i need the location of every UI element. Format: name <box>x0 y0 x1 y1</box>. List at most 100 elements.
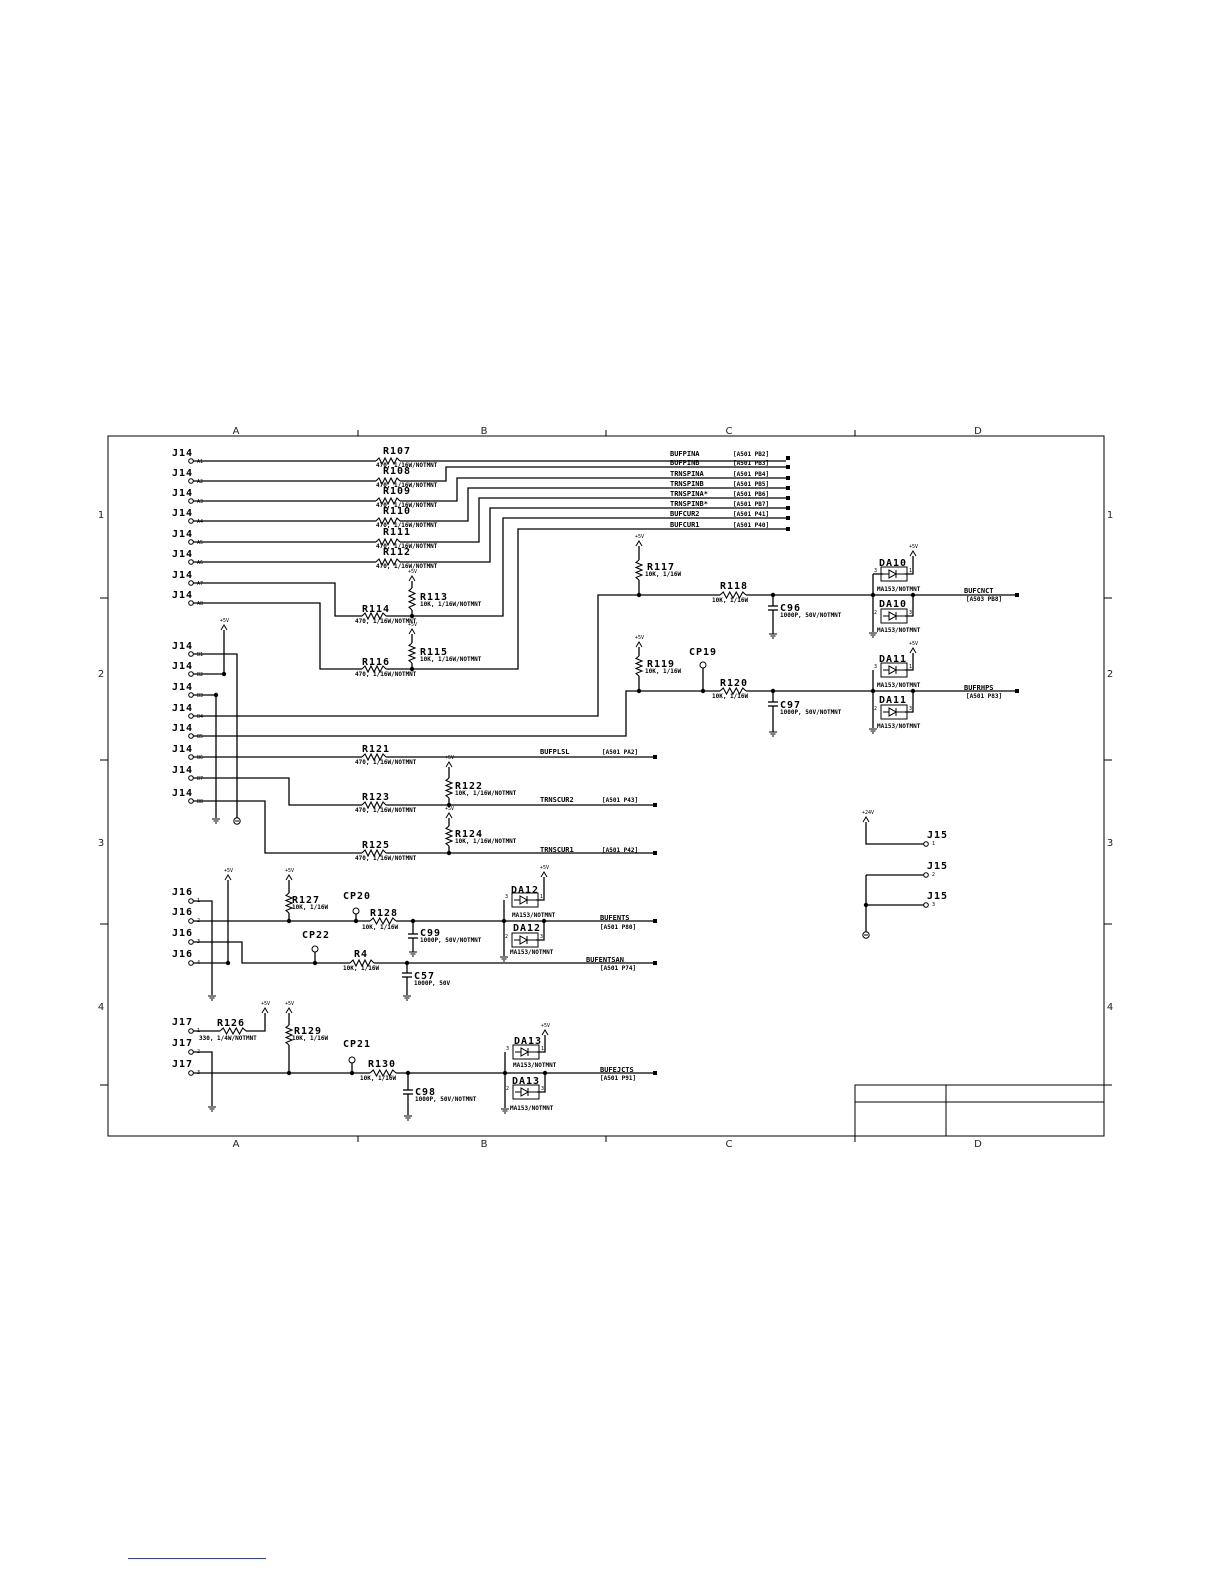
resistor-ref: R120 <box>720 678 748 689</box>
resistor-icon <box>369 916 397 926</box>
connector-pin-label: A1 <box>197 459 203 465</box>
wire <box>193 777 362 806</box>
junction-dot <box>349 1070 355 1076</box>
diode-pin-number: 1 <box>540 894 543 900</box>
net-label: BUFPINA <box>670 450 700 458</box>
power-label: +5V <box>445 806 454 812</box>
diode-pin-number: 2 <box>505 934 508 940</box>
diode-package-icon <box>880 704 908 720</box>
junction-dot <box>404 960 410 966</box>
capacitor-value: 1000P, 50V/NOTMNT <box>420 937 482 944</box>
net-terminal-icon <box>1015 689 1019 693</box>
power-arrow-icon <box>220 624 228 631</box>
diode-pin-number: 3 <box>874 568 877 574</box>
net-destination: [A501 P42] <box>602 847 638 854</box>
connector-pin-label: B2 <box>197 672 203 678</box>
resistor-ref: R107 <box>383 446 411 457</box>
wire <box>193 941 350 964</box>
wire <box>246 1013 266 1032</box>
net-destination: [A501 P43] <box>602 797 638 804</box>
power-label: +5V <box>635 635 644 641</box>
zone-row-label: 2 <box>1107 669 1113 680</box>
diode-package-icon <box>880 662 908 678</box>
components <box>188 456 1019 1121</box>
wire <box>193 1051 213 1106</box>
resistor-icon <box>375 516 401 526</box>
connector-pin-icon <box>923 902 929 908</box>
diode-value: MA153/NOTMNT <box>510 1105 554 1112</box>
capacitor-ref: C99 <box>420 928 441 939</box>
connector-pin-icon <box>188 600 194 606</box>
connector-pin-icon <box>923 841 929 847</box>
wire <box>193 582 362 617</box>
net-terminal-icon <box>653 961 657 965</box>
resistor-value: 470, 1/16W/NOTMNT <box>355 855 417 862</box>
power-label: +5V <box>909 544 918 550</box>
net-label: TRNSCUR2 <box>540 796 574 804</box>
net-label: TRNSPINB <box>670 480 704 488</box>
connector-ref: J17 <box>172 1059 193 1070</box>
net-label: BUFCNCT <box>964 587 994 595</box>
junction-dot <box>409 666 415 672</box>
connector-pin-label: A4 <box>197 519 203 525</box>
capacitor-value: 1000P, 50V <box>414 980 451 987</box>
junction-dot <box>770 688 776 694</box>
resistor-value: 470, 1/16W/NOTMNT <box>355 807 417 814</box>
net-destination: [A503 PB8] <box>966 596 1002 603</box>
diode-value: MA153/NOTMNT <box>513 1062 557 1069</box>
resistor-value: 470, 1/16W/NOTMNT <box>376 543 438 550</box>
junction-dot <box>353 918 359 924</box>
net-terminal-icon <box>653 851 657 855</box>
resistor-icon <box>444 777 454 799</box>
junction-dot <box>286 1070 292 1076</box>
power-arrow-icon <box>285 874 293 881</box>
junction-dot <box>870 688 876 694</box>
wire <box>386 528 786 670</box>
resistor-ref: R128 <box>370 908 398 919</box>
junction-dot <box>910 592 916 598</box>
diode-pin-number: 2 <box>874 610 877 616</box>
junction-dot <box>409 613 415 619</box>
resistor-ref: R130 <box>368 1059 396 1070</box>
connector-pin-icon <box>923 872 929 878</box>
power-arrow-icon <box>909 550 917 557</box>
test-point-icon <box>352 907 360 915</box>
junction-dot <box>410 918 416 924</box>
net-destination: [A501 PB5] <box>733 481 769 488</box>
power-label: +5V <box>285 868 294 874</box>
net-terminal-icon <box>653 1071 657 1075</box>
wire <box>905 691 914 713</box>
wire <box>536 877 545 901</box>
diode-pin-number: 3 <box>909 610 912 616</box>
connector-pin-icon <box>188 692 194 698</box>
resistor-ref: R109 <box>383 486 411 497</box>
diode-ref: DA12 <box>511 885 539 896</box>
wire <box>193 900 213 995</box>
capacitor-value: 1000P, 50V/NOTMNT <box>780 709 842 716</box>
frame-ground-icon <box>233 817 241 825</box>
resistor-value: 10K, 1/16W <box>362 924 399 931</box>
resistor-ref: R118 <box>720 581 748 592</box>
diode-pin-number: 3 <box>874 664 877 670</box>
connector-pin-icon <box>188 798 194 804</box>
net-label: BUFENTSAN <box>586 956 624 964</box>
connector-pin-icon <box>188 898 194 904</box>
zone-column-label: C <box>726 1139 733 1150</box>
resistor-value: 10K, 1/16W <box>712 597 749 604</box>
connector-pin-label: 4 <box>197 960 200 966</box>
connector-pin-label: B5 <box>197 734 203 740</box>
wire <box>536 921 545 941</box>
net-terminal-icon <box>786 506 790 510</box>
resistor-value: 10K, 1/16W <box>645 668 682 675</box>
net-terminal-icon <box>786 516 790 520</box>
resistor-value: 10K, 1/16W/NOTMNT <box>420 656 482 663</box>
net-terminal-icon <box>653 919 657 923</box>
zone-column-label: B <box>481 426 488 437</box>
resistor-value: 470, 1/16W/NOTMNT <box>376 482 438 489</box>
power-label: +24V <box>862 810 874 816</box>
diode-pin-number: 1 <box>541 1046 544 1052</box>
connector-pin-icon <box>188 539 194 545</box>
resistor-value: 10K, 1/16W <box>360 1075 397 1082</box>
resistor-ref: R129 <box>294 1026 322 1037</box>
diode-value: MA153/NOTMNT <box>877 682 921 689</box>
